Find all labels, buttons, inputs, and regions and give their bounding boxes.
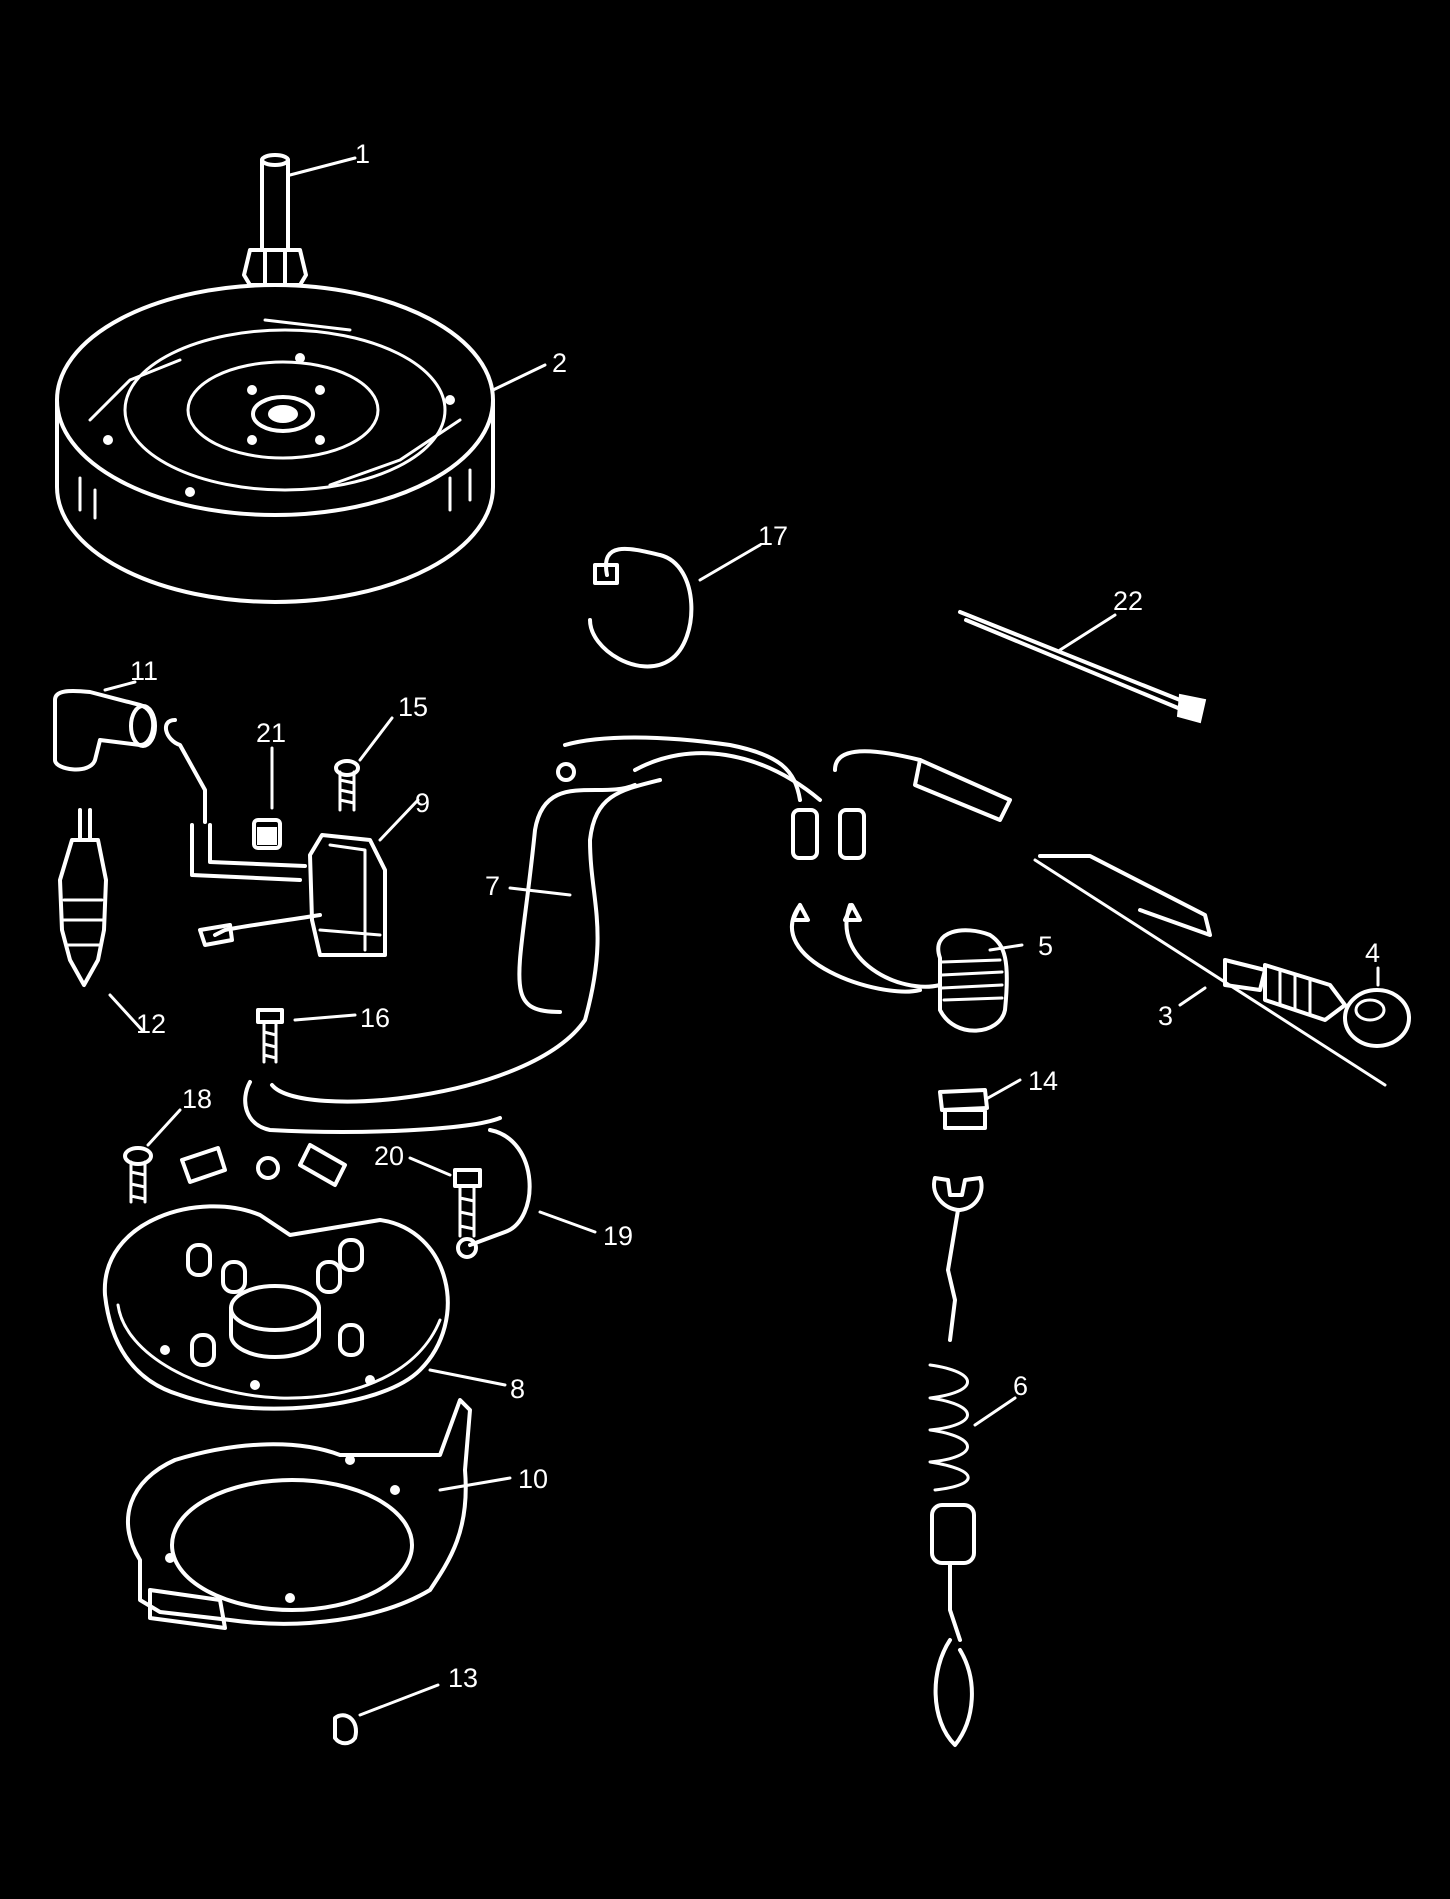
part-19-ground-lead — [456, 1128, 532, 1259]
callout-6: 6 — [1013, 1371, 1028, 1401]
part-17-clip — [588, 546, 694, 669]
part-8-stator-plate — [102, 1204, 450, 1411]
callout-1: 1 — [355, 139, 370, 169]
callout-11: 11 — [130, 656, 158, 686]
callout-3: 3 — [1158, 1001, 1173, 1031]
part-21-sleeve — [252, 818, 282, 850]
part-16-screw — [256, 1008, 284, 1064]
callout-21: 21 — [256, 718, 286, 748]
callout-13: 13 — [448, 1663, 478, 1693]
callout-19: 19 — [603, 1221, 633, 1251]
part-10-retainer-plate — [125, 1398, 472, 1630]
part-20-screw — [453, 1168, 482, 1238]
callout-labels: 1 2 3 4 5 6 7 8 9 10 11 12 13 14 15 16 1… — [130, 139, 1380, 1693]
callout-5: 5 — [1038, 931, 1053, 961]
callout-12: 12 — [136, 1009, 166, 1039]
callout-14: 14 — [1028, 1066, 1058, 1096]
part-12-spark-plug — [58, 808, 108, 987]
callout-10: 10 — [518, 1464, 548, 1494]
part-13-key — [333, 1713, 358, 1746]
callout-4: 4 — [1365, 938, 1380, 968]
leader-lines — [103, 156, 1380, 1717]
callout-22: 22 — [1113, 586, 1143, 616]
callout-9: 9 — [415, 788, 430, 818]
callout-15: 15 — [398, 692, 428, 722]
part-15-screw — [334, 759, 360, 812]
part-11-plug-boot — [53, 689, 157, 772]
callout-17: 17 — [758, 521, 788, 551]
callout-7: 7 — [485, 871, 500, 901]
part-2-flywheel — [55, 283, 495, 604]
part-18-screw — [123, 1146, 153, 1204]
part-7-harness — [243, 735, 1012, 1134]
part-4-cap — [1343, 988, 1411, 1048]
callout-16: 16 — [360, 1003, 390, 1033]
part-5-kill-switch — [790, 903, 1009, 1033]
callout-8: 8 — [510, 1374, 525, 1404]
part-14-spring — [938, 1088, 989, 1130]
callout-18: 18 — [182, 1084, 212, 1114]
callout-2: 2 — [552, 348, 567, 378]
part-22-cable-tie — [958, 610, 1207, 724]
part-6-lanyard — [928, 1176, 984, 1747]
part-3-switch-lead — [1033, 854, 1387, 1087]
callout-20: 20 — [374, 1141, 404, 1171]
part-9-ignition-coil — [164, 718, 387, 957]
harness-connectors — [180, 1143, 347, 1187]
